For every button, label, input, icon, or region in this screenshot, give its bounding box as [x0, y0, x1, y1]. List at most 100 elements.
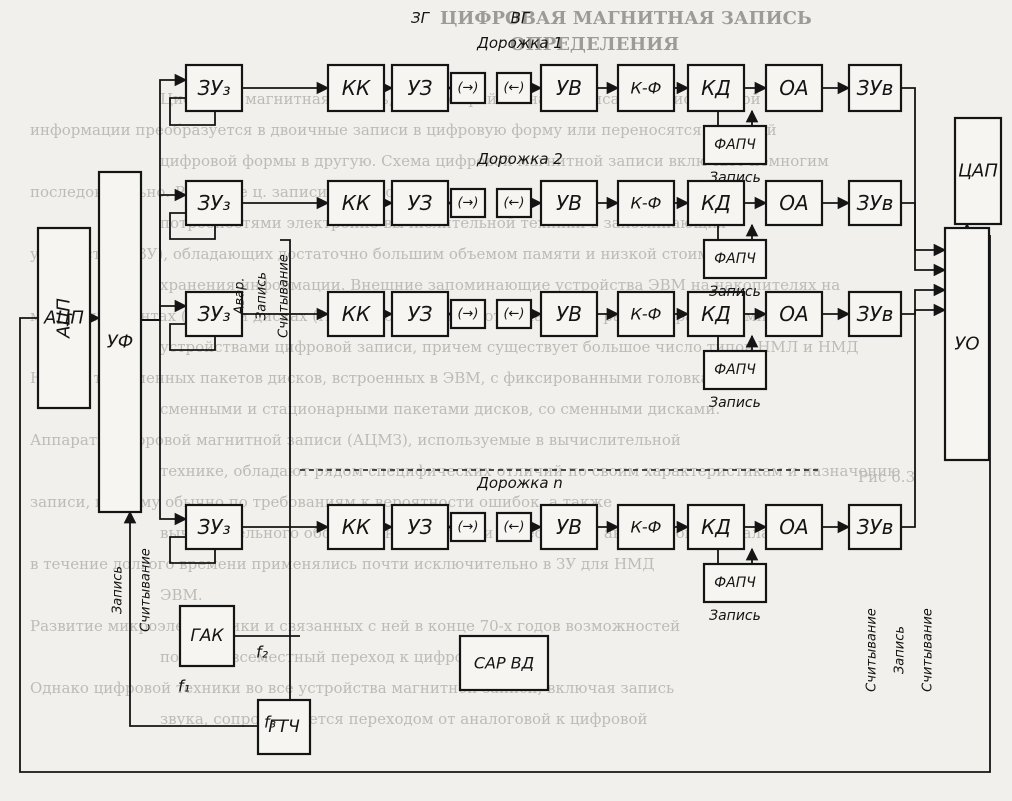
blocks — [36, 63, 1003, 756]
read-head-4-label: (←) — [503, 520, 524, 535]
uv-block-1-label: УВ — [556, 76, 582, 100]
fapch-block-2 — [702, 238, 768, 280]
f2-label: f₂ — [256, 643, 269, 662]
oa-block-1 — [764, 63, 824, 113]
schit-top-label: Считывание — [277, 254, 292, 338]
bg-text-line: в течение долгого времени применялись по… — [30, 555, 655, 573]
oa-block-2 — [764, 179, 824, 227]
zu3-feedback — [169, 212, 216, 240]
uf-block — [97, 170, 143, 514]
kd-block-3 — [686, 290, 746, 338]
uz-block-3 — [390, 290, 450, 338]
read-head-1-label: (←) — [503, 81, 524, 96]
connection-lines — [19, 73, 991, 773]
zapis-label-4: Запись — [709, 608, 761, 624]
oa-block-1-label: ОА — [779, 76, 808, 100]
write-head-1 — [449, 71, 487, 105]
loop-wire — [19, 235, 991, 773]
zg-label: ЗГ — [411, 9, 431, 27]
uz-block-1-label: УЗ — [407, 76, 432, 100]
uo-block — [943, 226, 991, 462]
zuv-block-3-label: ЗУв — [857, 302, 894, 326]
kd-block-4 — [686, 503, 746, 551]
read-head-2 — [495, 187, 533, 219]
write-head-3-label: (→) — [457, 307, 478, 322]
kk-block-4 — [326, 503, 386, 551]
fapch-block-3-label: ФАПЧ — [714, 362, 756, 378]
gtch-block — [256, 698, 312, 756]
kd-block-1 — [686, 63, 746, 113]
uz-block-2-label: УЗ — [407, 191, 432, 215]
write-head-2-label: (→) — [457, 196, 478, 211]
bg-text-line: цифровой формы в другую. Схема цифровой … — [160, 152, 829, 170]
oa-block-3 — [764, 290, 824, 338]
uz-block-1 — [390, 63, 450, 113]
fapch-block-3 — [702, 349, 768, 391]
kf-block-4-label: К-Ф — [631, 518, 662, 537]
uf-to-zu3 — [140, 73, 188, 321]
f3-label: f₃ — [264, 713, 276, 732]
kk-block-2-label: КК — [342, 191, 371, 215]
zuv-block-1-label: ЗУв — [857, 76, 894, 100]
read-head-3-label: (←) — [503, 307, 524, 322]
uf-to-zu3 — [140, 319, 188, 526]
oa-block-3-label: ОА — [779, 302, 808, 326]
uo-block-label: УО — [954, 334, 979, 355]
zu3-block-1-label: ЗУ₃ — [197, 76, 230, 100]
uz-block-2 — [390, 179, 450, 227]
zuv-block-2 — [847, 179, 903, 227]
bg-text-line: ЭВМ. — [160, 586, 203, 604]
kf-block-4 — [616, 503, 676, 551]
uf-block-label: УФ — [107, 332, 133, 353]
zapis-left-label: Запись — [111, 566, 126, 614]
zuv-block-4-label: ЗУв — [857, 515, 894, 539]
fapch-block-4 — [702, 562, 768, 604]
read-head-1 — [495, 71, 533, 105]
zuv-block-4 — [847, 503, 903, 551]
fapch-block-4-label: ФАПЧ — [714, 575, 756, 591]
gak-block — [178, 604, 236, 668]
track-label-4: Дорожка n — [476, 474, 563, 492]
uv-block-2 — [539, 179, 599, 227]
uv-block-3 — [539, 290, 599, 338]
zuv-to-uo — [901, 202, 947, 277]
adc-block — [36, 226, 92, 410]
kk-block-1 — [326, 63, 386, 113]
oa-block-2-label: ОА — [779, 191, 808, 215]
zuv-block-2-label: ЗУв — [857, 191, 894, 215]
uv-block-4-label: УВ — [556, 515, 582, 539]
bg-title: ЦИФРОВАЯ МАГНИТНАЯ ЗАПИСЬ — [440, 8, 812, 29]
kd-block-2-label: КД — [701, 191, 731, 215]
write-head-1-label: (→) — [457, 81, 478, 96]
gtch-to-uf — [123, 510, 258, 727]
kd-block-3-label: КД — [701, 302, 731, 326]
zapis-right-label: Запись — [893, 626, 908, 674]
dac-block — [953, 116, 1003, 226]
zu3-feedback — [169, 323, 216, 351]
fapch-block-1-label: ФАПЧ — [714, 137, 756, 153]
bg-text-line: почти повсеместный переход к цифровым РЗ — [160, 648, 520, 666]
zu3-block-2 — [184, 179, 244, 227]
zu3-block-3-label: ЗУ₃ — [197, 302, 230, 326]
track-label-2: Дорожка 2 — [476, 150, 563, 168]
bg-text-line: сменными и стационарными пакетами дисков… — [160, 400, 721, 418]
adc-block-label: АЦП — [43, 308, 84, 329]
kd-block-2 — [686, 179, 746, 227]
oa-block-4 — [764, 503, 824, 551]
zu3-feedback — [169, 536, 216, 564]
kf-block-1-label: К-Ф — [631, 79, 662, 98]
track-label-1: Дорожка 1 — [476, 34, 563, 52]
f1-label: f₁ — [178, 677, 190, 696]
uv-block-1 — [539, 63, 599, 113]
schit-left-label: Считывание — [139, 548, 154, 632]
sar-block-label: САР ВД — [474, 654, 534, 673]
bg-text-line: записи, поэтому обычно по требованиям к … — [30, 493, 613, 511]
zuv-block-1 — [847, 63, 903, 113]
read-head-3 — [495, 298, 533, 330]
kf-block-1 — [616, 63, 676, 113]
bg-subtitle: ОПРЕДЕЛЕНИЯ — [510, 34, 680, 55]
zu3-block-4 — [184, 503, 244, 551]
kk-block-3 — [326, 290, 386, 338]
avar-label: Авар. — [233, 278, 248, 316]
